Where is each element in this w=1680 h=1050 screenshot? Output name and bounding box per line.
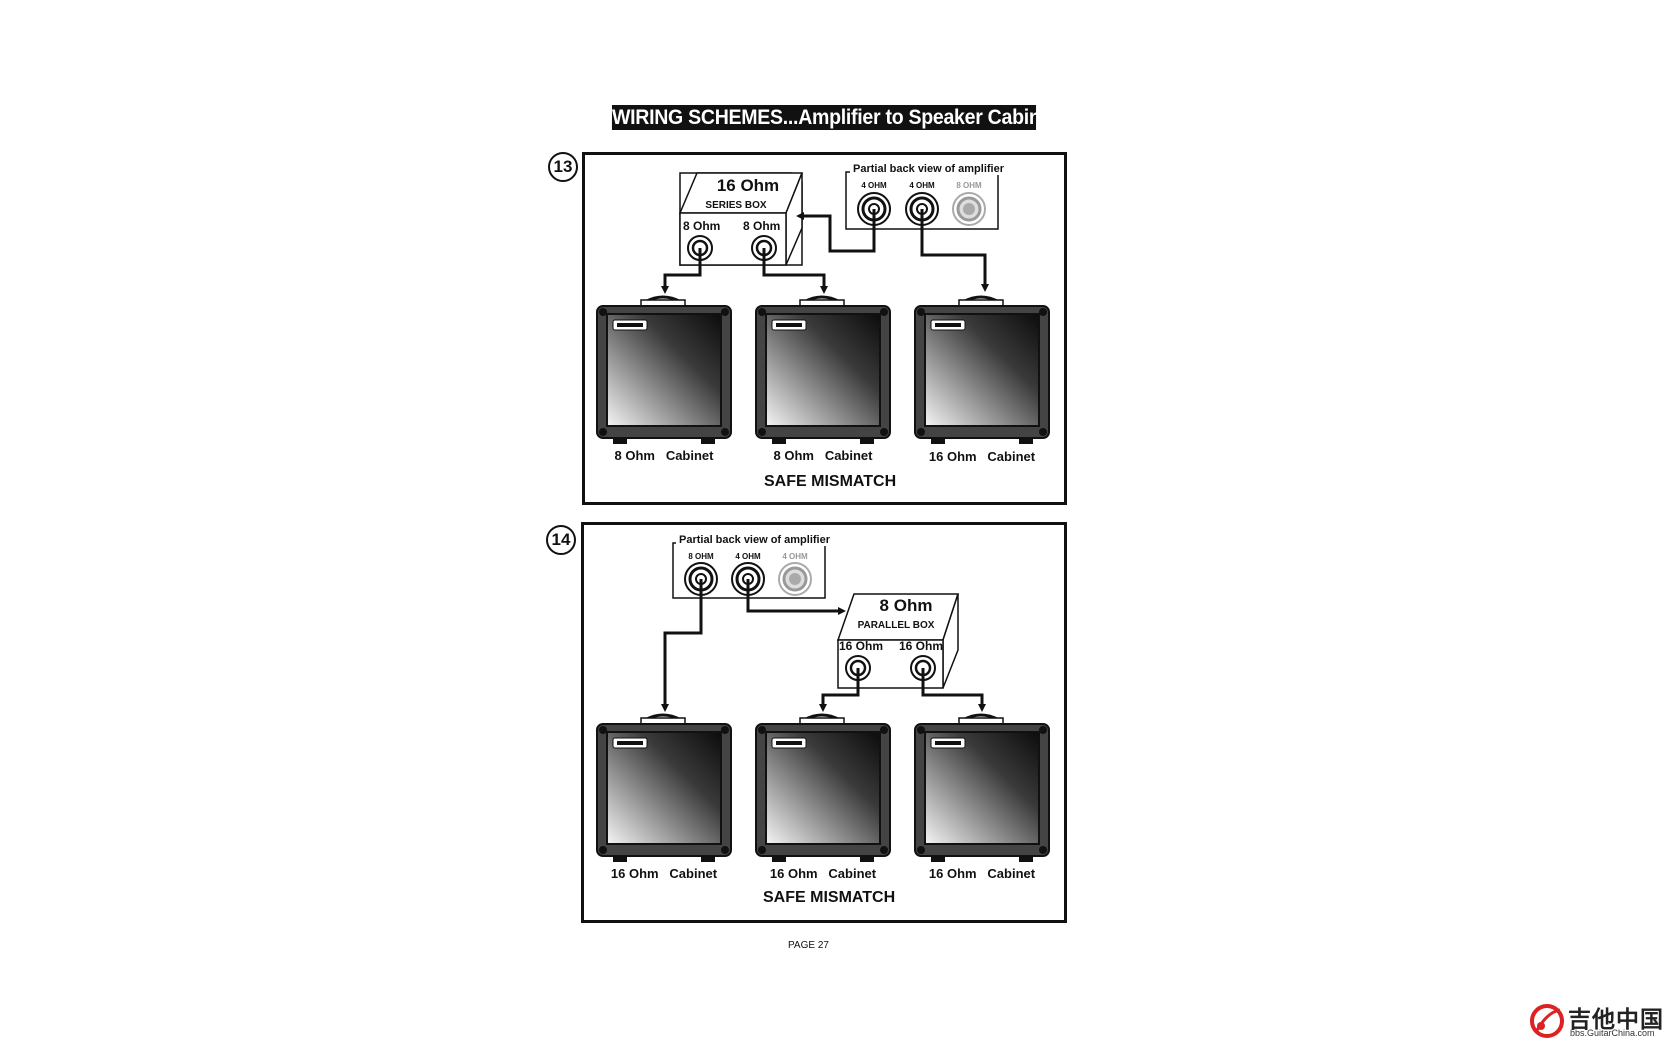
wire-amp-to-cab-14-1 (661, 579, 703, 712)
wire-box-to-cab-13-1 (661, 248, 702, 294)
series-box-out-2: 8 Ohm (743, 219, 781, 233)
amp-jack-label-14-1: 8 OHM (688, 552, 714, 561)
parallel-box-out-1: 16 Ohm (839, 639, 884, 653)
series-box-ohm: 16 Ohm (716, 176, 780, 195)
parallel-box-name: PARALLEL BOX (857, 620, 935, 631)
parallel-box-out-2: 16 Ohm (899, 639, 944, 653)
scheme-14-result: SAFE MISMATCH (763, 889, 896, 906)
watermark-text: 吉他中国 (1568, 1006, 1664, 1032)
watermark-url: bbs.GuitarChina.com (1570, 1028, 1655, 1038)
parallel-box-ohm: 8 Ohm (879, 596, 933, 615)
cabinet-14-2-label: 16 Ohm Cabinet (769, 866, 877, 881)
page-number: PAGE 27 (788, 940, 829, 951)
cabinet-14-3-label: 16 Ohm Cabinet (928, 866, 1036, 881)
cabinet-13-3-label: 16 Ohm Cabinet (928, 449, 1036, 464)
cabinet-13-1 (595, 295, 733, 446)
amp-jack-label-13-2: 4 OHM (909, 181, 935, 190)
wire-box-to-cab-13-2 (762, 248, 828, 294)
scheme-number-14: 14 (546, 525, 576, 555)
series-box-out-1: 8 Ohm (683, 219, 721, 233)
cabinet-14-1-label: 16 Ohm Cabinet (610, 866, 718, 881)
series-box-name: SERIES BOX (705, 200, 767, 211)
amp-caption-14: Partial back view of amplifier (676, 534, 834, 546)
guitar-logo-icon (1530, 1004, 1564, 1038)
scheme-13-result: SAFE MISMATCH (764, 473, 897, 490)
amp-jack-label-14-3: 4 OHM (782, 552, 808, 561)
cabinet-13-3 (913, 295, 1051, 446)
page-title: WIRING SCHEMES...Amplifier to Speaker Ca… (611, 105, 1068, 130)
cabinet-13-2 (754, 295, 892, 446)
wire-box-to-cab-14-2 (819, 668, 860, 712)
cabinet-13-2-label: 8 Ohm Cabinet (773, 448, 873, 463)
amp-jack-label-13-3: 8 OHM (956, 181, 982, 190)
wire-amp-to-series-box (796, 209, 876, 253)
amp-jack-label-14-2: 4 OHM (735, 552, 761, 561)
cabinet-13-1-label: 8 Ohm Cabinet (614, 448, 714, 463)
amp-caption-13: Partial back view of amplifier (850, 163, 1008, 175)
wire-box-to-cab-14-3 (921, 668, 986, 712)
wire-amp-to-cab-13-3 (920, 209, 989, 292)
amp-jack-label-13-1: 4 OHM (861, 181, 887, 190)
wire-amp-to-parallel-box (746, 579, 846, 615)
scheme-14-panel (581, 522, 1067, 923)
scheme-number-13: 13 (548, 152, 578, 182)
amp-jack-13-3-icon (951, 191, 987, 227)
watermark: 吉他中国 bbs.GuitarChina.com (1528, 1000, 1678, 1044)
